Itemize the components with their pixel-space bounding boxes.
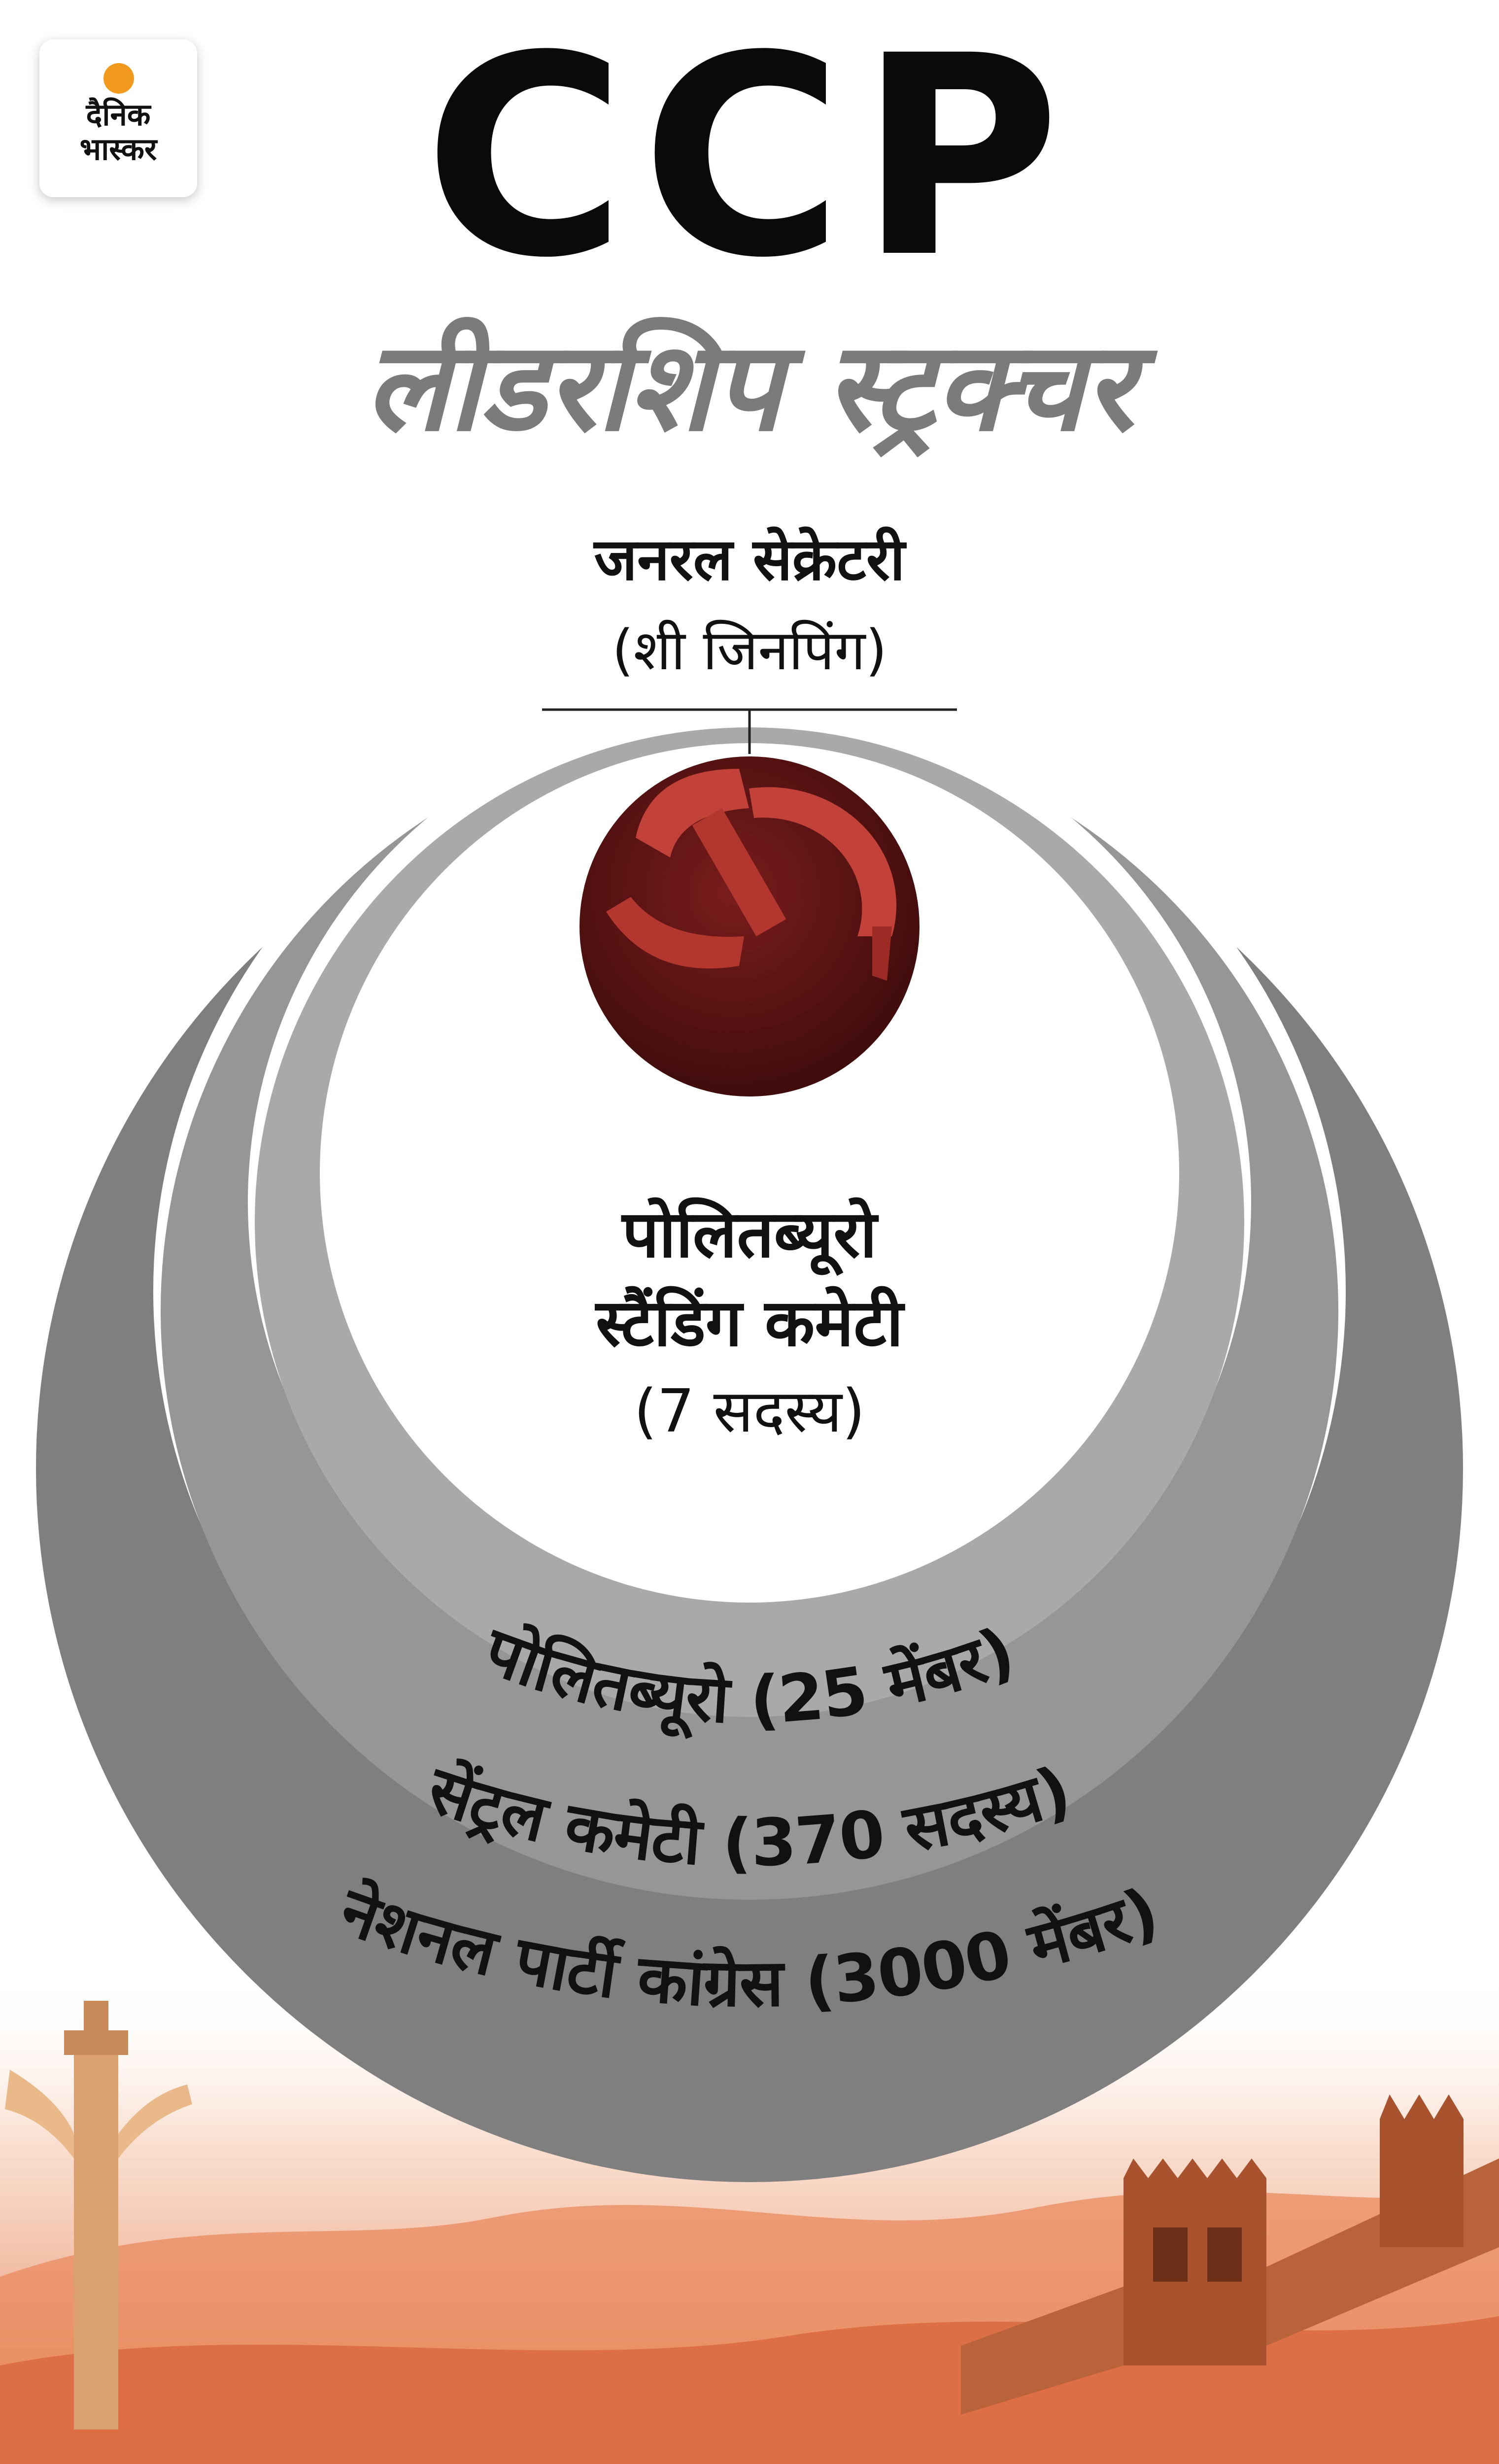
page-title: CCP [423, 0, 1076, 318]
general-secretary-title: जनरल सेक्रेटरी [594, 525, 905, 593]
standing-committee-line1: पोलितब्यूरो [622, 1197, 877, 1272]
great-wall-icon [961, 2094, 1499, 2415]
pillar-icon [5, 2001, 192, 2430]
general-secretary-name: (शी जिनपिंग) [612, 618, 887, 683]
standing-committee-count: (7 सदस्य) [634, 1377, 865, 1446]
logo-sun-icon [103, 63, 134, 94]
logo-text-line2: भास्कर [79, 131, 157, 167]
brand-logo: दैनिक भास्कर [39, 39, 197, 197]
page-subtitle: लीडरशिप स्ट्रक्चर [365, 315, 1134, 458]
standing-committee-circle [320, 743, 1179, 1603]
hammer-sickle-icon [579, 756, 920, 1096]
standing-committee-line2: स्टैंडिंग कमेटी [596, 1285, 903, 1361]
logo-text-line1: दैनिक [86, 97, 151, 133]
